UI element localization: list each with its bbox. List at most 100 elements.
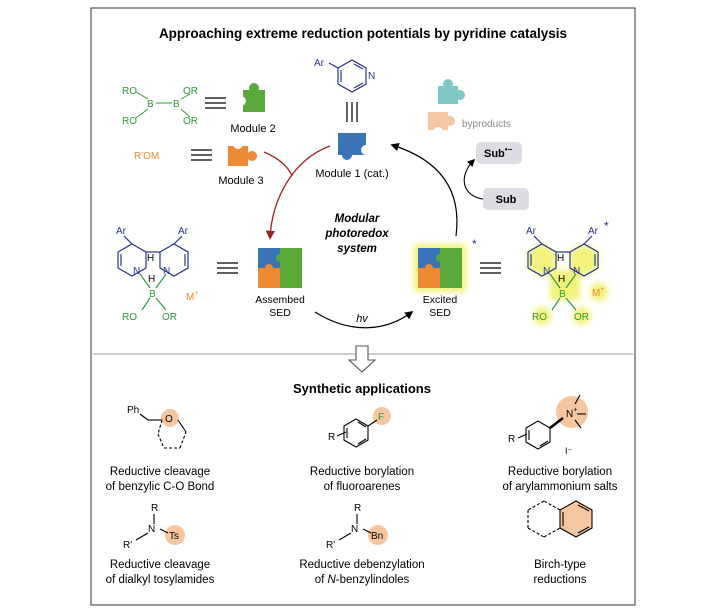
svg-text:R: R [151,503,158,514]
svg-text:O: O [165,414,173,425]
svg-text:R: R [508,434,515,445]
svg-text:Ar: Ar [178,226,189,237]
app5-caption: Reductive debenzylation of N-benzylindol… [299,559,424,586]
svg-text:Ph: Ph [127,405,139,416]
svg-text:photoredox: photoredox [324,228,389,240]
applications-heading: Synthetic applications [293,381,431,396]
assembly-arrow [265,145,331,240]
svg-text:Ar: Ar [526,226,537,237]
svg-text:Ts: Ts [169,531,179,542]
svg-text:N: N [573,266,580,277]
app2-caption: Reductive borylation of fluoroarenes [310,466,414,493]
svg-text:reductions: reductions [533,574,586,586]
app3-caption: Reductive borylation of arylammonium sal… [502,466,617,493]
svg-text:N: N [133,266,140,277]
svg-text:*: * [604,219,609,233]
sub-radical-anion-label: Sub•− [484,145,513,160]
app4-structure: R R' N Ts [123,503,185,551]
svg-text:RO: RO [122,312,137,323]
byproduct-peach-puzzle-icon [428,112,455,137]
svg-text:of fluoroarenes: of fluoroarenes [324,481,401,493]
left-sed-complex: Ar Ar H H N N B M+ RO OR [116,226,198,323]
svg-text:Reductive cleavage: Reductive cleavage [110,466,210,478]
module1-label: Module 1 (cat.) [315,168,388,180]
pyridine-n-label: N [368,71,375,82]
hv-label: hv [356,313,369,325]
module3-label: Module 3 [218,175,263,187]
outer-frame [90,7,636,606]
svg-text:Reductive debenzylation: Reductive debenzylation [299,559,424,571]
byproduct-teal-puzzle-icon [438,79,465,104]
svg-text:Bn: Bn [371,531,383,542]
assembled-sed-label: Assembed SED [255,294,305,319]
svg-text:B: B [149,289,156,300]
excited-sed-label: Excited SED [423,294,458,319]
svg-text:OR: OR [183,116,198,127]
right-complex-counterion: M+ [592,286,604,299]
module2-label: Module 2 [230,123,275,135]
module2-puzzle-icon [236,83,265,112]
app2-structure: R F [328,407,391,448]
svg-text:system: system [337,243,377,255]
svg-text:OR: OR [183,86,198,97]
svg-text:RO: RO [122,116,137,127]
svg-text:H: H [557,253,564,264]
aryl-pyridine [328,59,367,93]
svg-text:Reductive borylation: Reductive borylation [508,466,612,478]
down-arrow-icon [347,345,377,373]
svg-text:B: B [147,99,154,110]
svg-text:N: N [543,266,550,277]
svg-text:R': R' [326,540,335,551]
svg-text:R': R' [123,540,132,551]
module3-puzzle-icon [228,139,257,166]
svg-text:I⁻: I⁻ [565,446,573,456]
svg-text:RO: RO [122,86,137,97]
svg-text:R: R [328,432,335,443]
svg-text:R: R [354,503,361,514]
pyridine-ar-label: Ar [314,58,325,69]
svg-text:H: H [147,253,154,264]
svg-text:SED: SED [269,307,291,319]
app4-caption: Reductive cleavage of dialkyl tosylamide… [106,559,215,586]
diboron-reagent: RO B B OR RO OR [122,86,198,127]
excited-star: * [472,237,477,251]
assembled-sed-puzzle-icon [258,248,302,288]
electron-transfer-arc [390,142,458,237]
app6-caption: Birch-type reductions [533,559,586,586]
module3-merge-arrow [263,151,293,177]
substrate-box [483,188,529,210]
svg-text:H: H [558,274,565,285]
svg-text:B: B [173,99,180,110]
equiv-sign-module1 [346,102,358,122]
page-title: Approaching extreme reduction potentials… [159,26,567,41]
app5-structure: R R' N Bn [326,503,388,551]
svg-text:OR: OR [162,312,177,323]
app1-structure: Ph O [127,405,187,449]
svg-text:of benzylic C-O Bond: of benzylic C-O Bond [106,481,215,493]
app6-structure [527,500,593,538]
svg-text:of dialkyl tosylamides: of dialkyl tosylamides [106,574,215,586]
equiv-sign-module3 [191,149,212,161]
sub-radical-anion-box [476,142,522,164]
center-system-label: Modular photoredox system [324,213,389,255]
photoexcitation-arrow [314,311,414,329]
svg-text:Reductive borylation: Reductive borylation [310,466,414,478]
svg-text:SED: SED [429,307,451,319]
svg-text:RO: RO [532,312,547,323]
module1-puzzle-icon [338,133,371,160]
svg-text:Reductive cleavage: Reductive cleavage [110,559,210,571]
svg-text:OR: OR [574,312,589,323]
svg-text:F: F [378,412,384,423]
svg-text:B: B [559,289,566,300]
alkoxide-reagent: R'OM [134,151,159,162]
svg-text:Ar: Ar [116,226,127,237]
app1-caption: Reductive cleavage of benzylic C-O Bond [106,466,215,493]
substrate-reduction-arrow [463,158,484,200]
equiv-sign-right-complex [480,262,501,274]
equiv-sign-module2 [205,97,226,109]
svg-text:of N-benzylindoles: of N-benzylindoles [315,574,410,586]
byproducts-label: byproducts [462,119,511,130]
substrate-label: Sub [496,194,517,206]
svg-text:Birch-type: Birch-type [534,559,586,571]
